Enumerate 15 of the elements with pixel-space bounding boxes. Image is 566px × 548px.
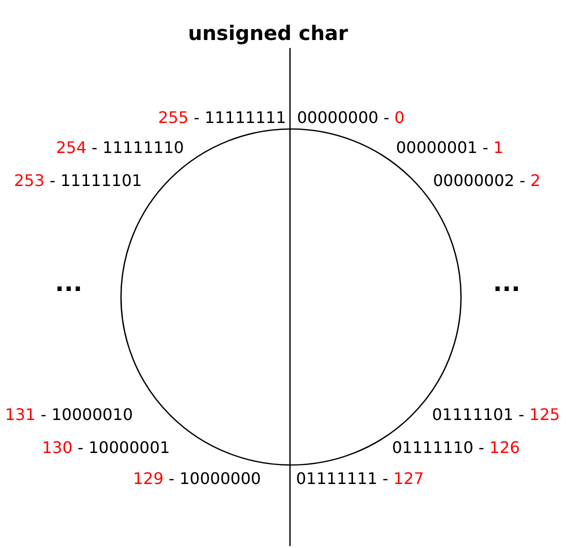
value-label: 01111101 - 125	[432, 405, 560, 425]
value-label: 129 - 10000000	[133, 469, 261, 489]
value-label: 00000002 - 2	[433, 171, 541, 191]
ellipsis: ...	[55, 271, 82, 295]
value-label: 00000001 - 1	[396, 138, 504, 158]
value-label: 255 - 11111111	[158, 108, 286, 128]
value-label: 00000000 - 0	[297, 108, 405, 128]
value-label: 254 - 11111110	[56, 138, 184, 158]
ellipsis: ...	[493, 271, 520, 295]
value-label: 253 - 11111101	[14, 171, 142, 191]
title: unsigned char	[186, 20, 350, 46]
value-label: 01111110 - 126	[392, 438, 520, 458]
value-label: 131 - 10000010	[5, 405, 133, 425]
value-label: 130 - 10000001	[42, 438, 170, 458]
value-label: 01111111 - 127	[296, 469, 424, 489]
